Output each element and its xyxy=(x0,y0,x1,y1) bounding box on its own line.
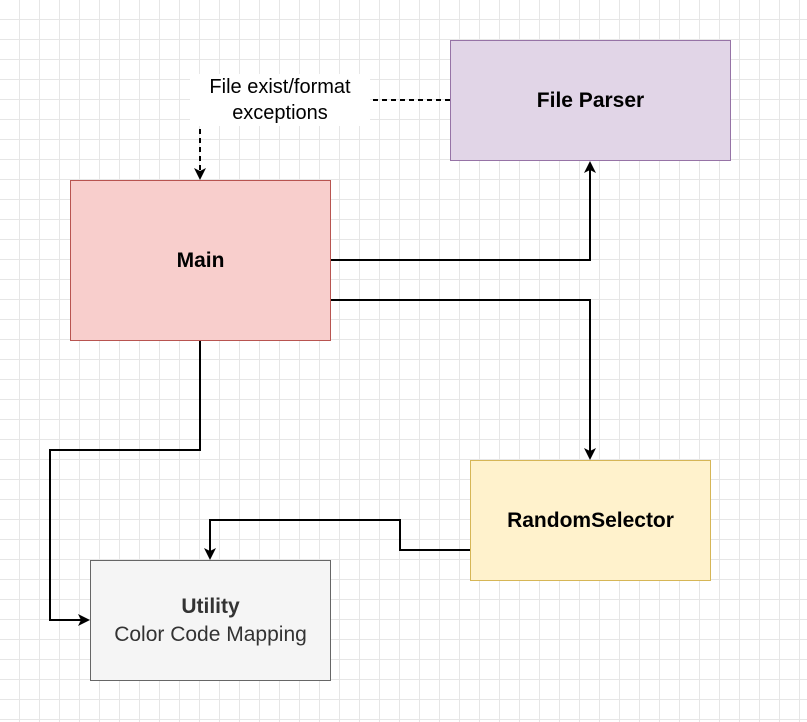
node-utility[interactable]: Utility Color Code Mapping xyxy=(90,560,331,681)
node-main[interactable]: Main xyxy=(70,180,331,341)
node-random-selector[interactable]: RandomSelector xyxy=(470,460,711,581)
node-file-parser-title: File Parser xyxy=(536,88,645,112)
node-utility-subtitle: Color Code Mapping xyxy=(114,622,307,646)
node-utility-title: Utility xyxy=(181,594,240,618)
node-main-title: Main xyxy=(176,248,225,272)
edge-main-to-random-selector xyxy=(331,299,596,460)
edge-label-line2: exceptions xyxy=(232,102,328,124)
node-random-selector-title: RandomSelector xyxy=(507,508,674,532)
edge-label-line1: File exist/format xyxy=(209,76,351,98)
edge-label-exceptions: File exist/format exceptions xyxy=(190,74,370,126)
node-file-parser[interactable]: File Parser xyxy=(450,40,731,161)
edge-random-selector-to-utility xyxy=(204,519,470,560)
edge-main-to-file-parser xyxy=(331,161,596,261)
edge-main-to-utility xyxy=(49,341,201,626)
